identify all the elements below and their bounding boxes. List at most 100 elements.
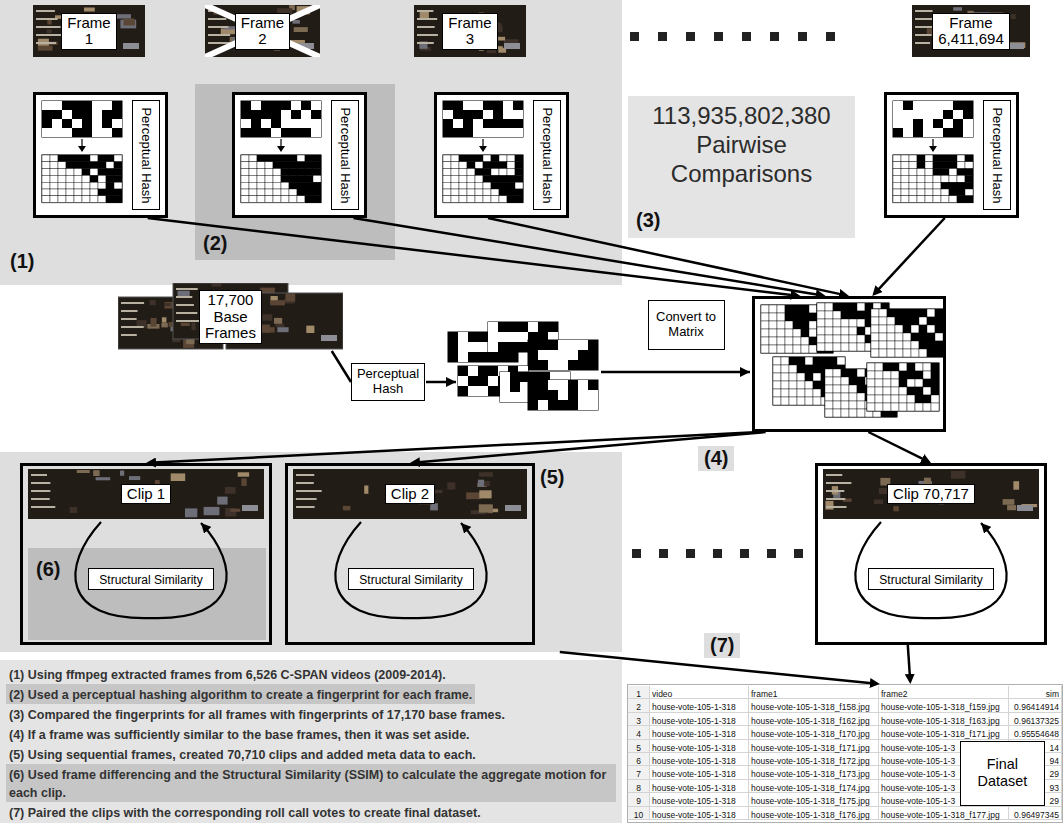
text-holder: Perceptual Hash xyxy=(331,100,359,210)
bit-cell xyxy=(82,162,90,169)
bit-cell xyxy=(941,169,949,176)
logo-mark xyxy=(242,505,258,511)
bit-cell xyxy=(957,162,965,169)
bit-cell xyxy=(907,395,915,403)
bit-cell xyxy=(311,128,321,137)
frame-detail xyxy=(238,472,249,476)
bit-cell xyxy=(458,342,468,352)
bit-cell xyxy=(949,162,957,169)
bit-cell xyxy=(50,182,58,189)
bit-cell xyxy=(867,371,875,379)
table-cell: house-vote-105-1-318 xyxy=(650,807,749,820)
scoreboard-line xyxy=(36,10,55,12)
bit-cell xyxy=(273,169,281,176)
bit-cell xyxy=(891,379,899,387)
bit-cell xyxy=(841,409,849,417)
step-number: (2) xyxy=(203,232,227,254)
bit-cell xyxy=(813,381,821,389)
bit-cell xyxy=(513,110,523,119)
frame-detail xyxy=(171,473,186,481)
bit-cell xyxy=(538,390,548,400)
bit-cell xyxy=(453,119,463,128)
bit-cell xyxy=(483,101,493,110)
bit-cell xyxy=(261,101,271,110)
frame-detail xyxy=(293,20,300,24)
text-holder: Perceptual Hash xyxy=(132,100,160,210)
bit-cell xyxy=(468,366,478,376)
bit-cell xyxy=(311,101,321,110)
text-holder: Clip 1 xyxy=(28,469,264,519)
bit-cell xyxy=(789,373,797,381)
bit-cell xyxy=(769,329,777,337)
bit-cell xyxy=(588,360,598,370)
bit-cell xyxy=(933,196,941,203)
bit-cell xyxy=(538,322,548,332)
scoreboard-line xyxy=(417,18,437,20)
text-holder: Perceptual Hash xyxy=(357,367,420,397)
bit-cell xyxy=(273,175,281,182)
bit-cell xyxy=(813,357,821,365)
flow-arrow xyxy=(601,371,750,374)
bit-grid xyxy=(443,101,523,137)
bit-cell xyxy=(74,189,82,196)
bit-cell xyxy=(777,345,785,353)
bit-cell xyxy=(114,182,122,189)
bit-cell xyxy=(488,366,498,376)
connector-arrow xyxy=(354,218,823,296)
bit-cell xyxy=(473,101,483,110)
bit-cell xyxy=(42,182,50,189)
bit-cell xyxy=(887,317,895,325)
bit-cell xyxy=(761,345,769,353)
table-text: house-vote-105-1-318_f162.jpg xyxy=(751,716,870,726)
text-holder: Convert to Matrix xyxy=(653,310,719,340)
bit-cell xyxy=(281,182,289,189)
bit-cell xyxy=(451,155,459,162)
table-text: 94 xyxy=(1050,756,1059,766)
bit-cell xyxy=(915,387,923,395)
bit-cell xyxy=(769,313,777,321)
bit-cell xyxy=(289,196,297,203)
bit-cell xyxy=(483,119,493,128)
text-holder: (4) xyxy=(698,446,734,471)
bit-cell xyxy=(933,119,943,128)
bit-cell xyxy=(114,175,122,182)
bit-cell xyxy=(931,363,939,371)
table-cell: house-vote-105-1-318 xyxy=(650,753,749,766)
hash-arrow-head xyxy=(929,146,937,152)
table-text: house-vote-105-1-318_f171.jpg xyxy=(751,743,870,753)
bit-cell xyxy=(66,175,74,182)
table-text: 10 xyxy=(634,810,643,820)
bit-cell xyxy=(927,341,935,349)
bit-cell xyxy=(50,155,58,162)
bit-cell xyxy=(453,128,463,137)
bit-cell xyxy=(785,305,793,313)
connector-arrow xyxy=(908,645,910,681)
hash-label: Perceptual Hash xyxy=(338,107,353,203)
bit-cell xyxy=(66,182,74,189)
bit-cell xyxy=(777,313,785,321)
frame-image xyxy=(205,5,320,57)
table-text: house-vote-105-1-318_f163.jpg xyxy=(881,716,1000,726)
bit-grid xyxy=(500,372,570,402)
bit-cell xyxy=(913,110,923,119)
frame-detail xyxy=(306,326,314,333)
scoreboard-line xyxy=(826,482,851,484)
text-holder: 113,935,802,380 Pairwise Comparisons xyxy=(628,102,855,188)
logo-mark xyxy=(321,335,337,341)
bit-cell xyxy=(913,119,923,128)
clip-box: Structural Similarity(6)Clip 1 xyxy=(20,463,272,645)
bit-cell xyxy=(919,325,927,333)
step-number: (7) xyxy=(710,634,734,656)
bit-cell xyxy=(919,333,927,341)
bit-cell xyxy=(301,110,311,119)
bit-cell xyxy=(58,182,66,189)
bit-cell xyxy=(805,381,813,389)
bit-cell xyxy=(903,119,913,128)
bit-cell xyxy=(106,169,114,176)
bit-cell xyxy=(909,175,917,182)
bit-cell xyxy=(923,101,933,110)
bit-cell xyxy=(933,189,941,196)
bit-cell xyxy=(871,325,879,333)
process-box: Perceptual Hash xyxy=(351,363,425,402)
dot xyxy=(767,549,776,558)
